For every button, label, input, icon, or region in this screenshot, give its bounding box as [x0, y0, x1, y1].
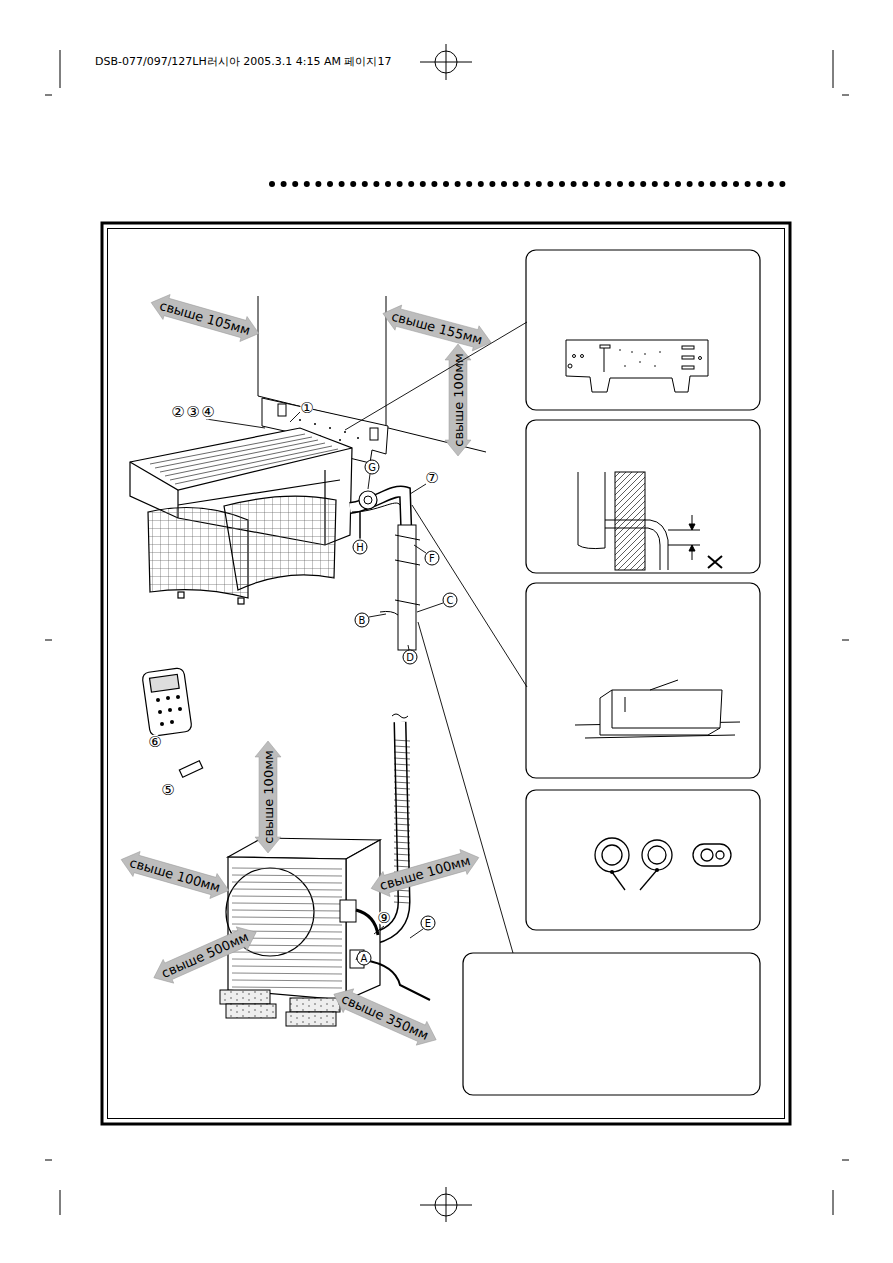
callout-letter: B	[355, 613, 370, 628]
callout-number: ⑨	[377, 911, 390, 926]
clearance-dimension: свыше 350мм	[337, 990, 432, 1043]
callout-letter: G	[365, 460, 380, 475]
clearance-dimension: свыше 100мм	[376, 852, 474, 893]
callout-number: ⑥	[148, 735, 161, 750]
callout-letter: E	[421, 916, 436, 931]
callout-letter: A	[357, 951, 372, 966]
callout-letter: F	[425, 551, 440, 566]
callout-letter: D	[403, 650, 418, 665]
clearance-dimension: свыше 100мм	[126, 854, 224, 895]
callout-number: ⑤	[161, 783, 174, 798]
callout-number: ①	[300, 401, 313, 416]
callout-number: ④	[201, 405, 214, 420]
clearance-dimension: свыше 105мм	[156, 297, 254, 338]
clearance-dimension: свыше 100мм	[451, 351, 466, 449]
callout-number: ③	[186, 405, 199, 420]
clearance-dimension: свыше 100мм	[261, 748, 276, 846]
callout-letter: C	[443, 593, 458, 608]
callout-number: ⑦	[425, 471, 438, 486]
callout-number: ②	[171, 405, 184, 420]
page-header: DSB-077/097/127LH러시아 2005.3.1 4:15 AM 페이…	[95, 56, 391, 67]
callout-letter: H	[353, 540, 368, 555]
